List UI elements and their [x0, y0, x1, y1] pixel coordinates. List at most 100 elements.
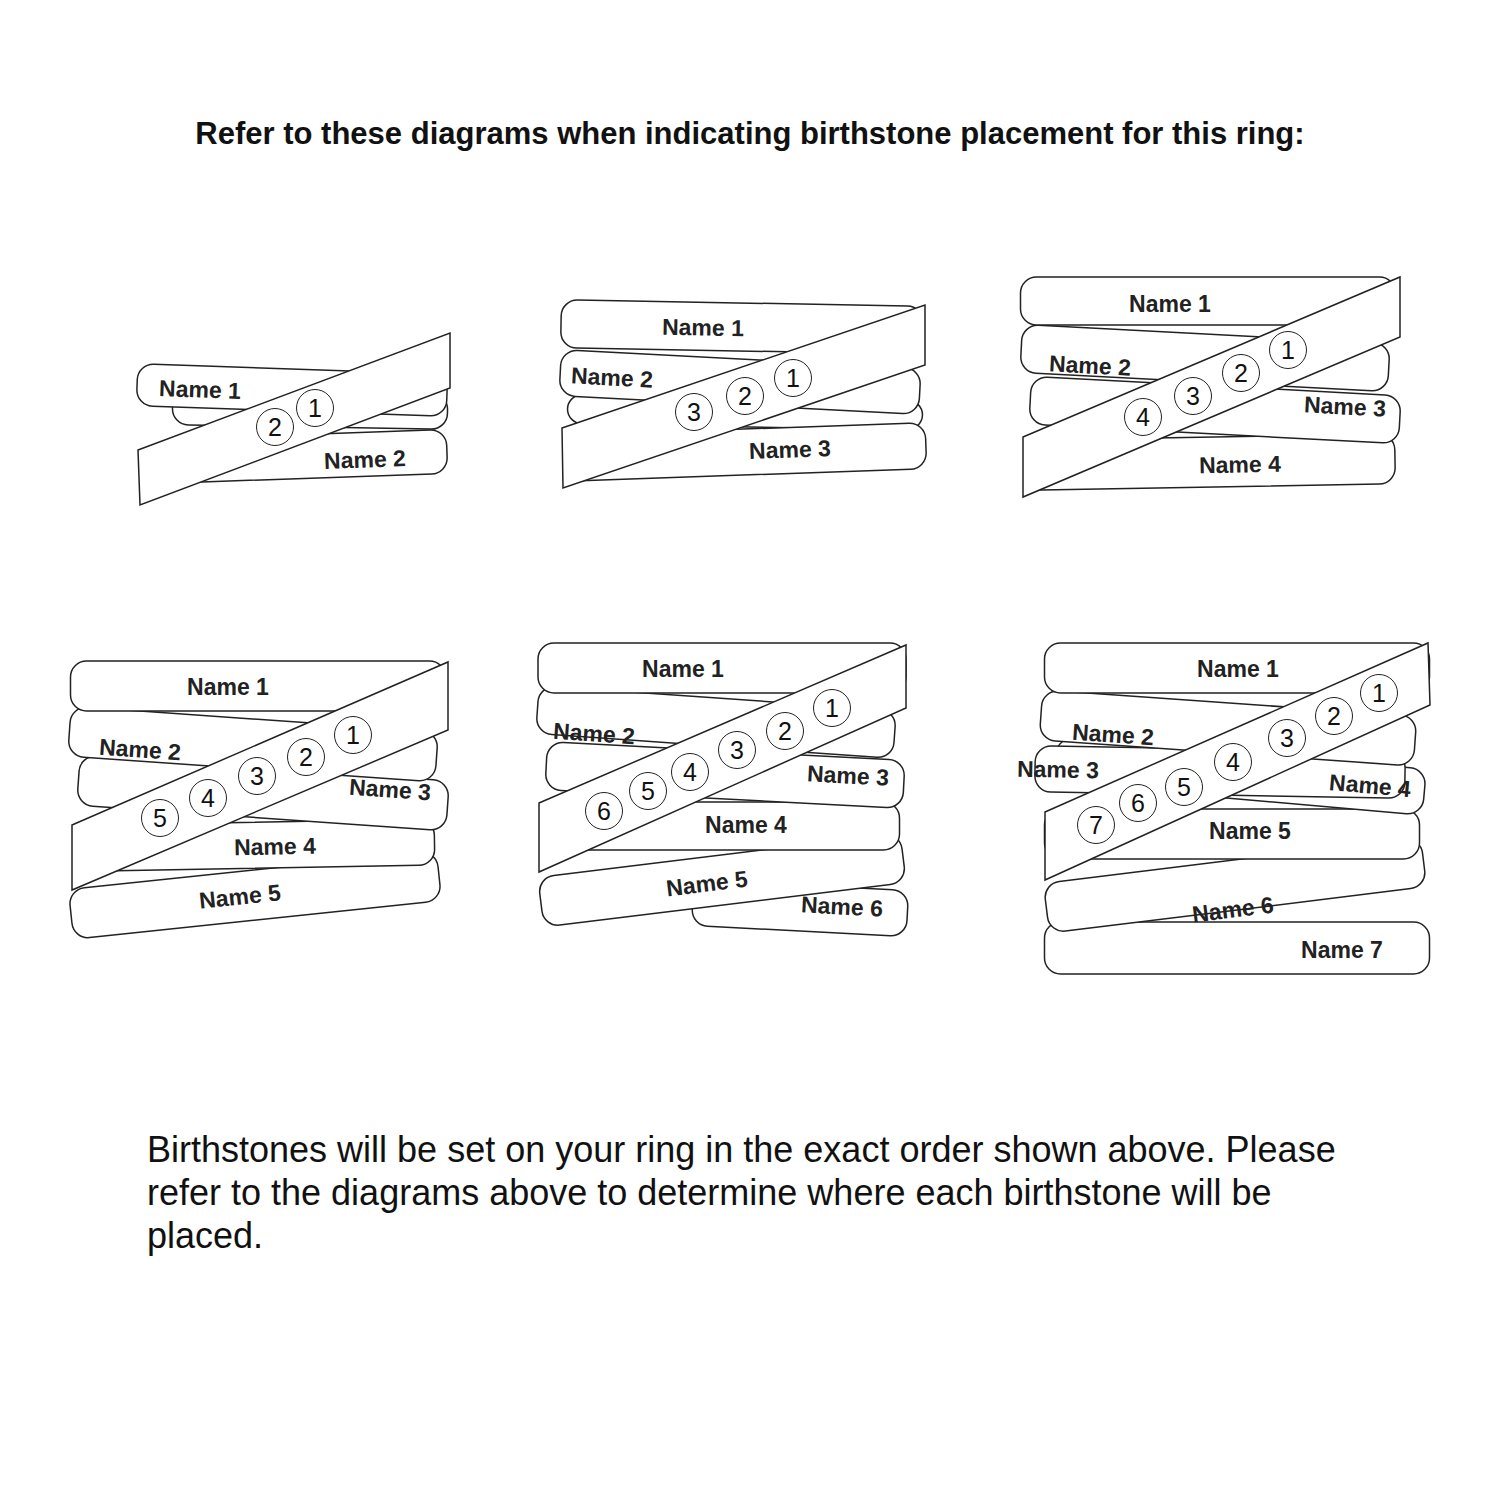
birthstone-circle: 1	[296, 389, 334, 427]
label-text: 4	[683, 758, 697, 787]
name-band: Name 2	[1048, 350, 1131, 381]
birthstone-circle: 2	[726, 377, 764, 415]
stone-band	[562, 305, 925, 488]
heading: Refer to these diagrams when indicating …	[0, 116, 1500, 152]
label-text: Name 3	[806, 760, 889, 790]
label-text: 3	[1280, 724, 1294, 753]
label-text: 3	[687, 398, 701, 427]
birthstone-circle: 2	[287, 738, 325, 776]
label-text: Name 4	[705, 812, 787, 838]
birthstone-circle: 1	[1360, 674, 1398, 712]
name-band: Name 5	[1209, 818, 1291, 845]
name-band: Name 1	[1129, 291, 1211, 318]
stone-band	[1023, 277, 1400, 497]
birthstone-circle: 1	[813, 689, 851, 727]
label-text: 4	[201, 784, 215, 813]
label-text: 2	[738, 382, 752, 411]
birthstone-circle: 1	[334, 716, 372, 754]
stone-band	[72, 662, 448, 890]
name-band: Name 2	[98, 734, 182, 767]
birthstone-circle: 5	[1165, 768, 1203, 806]
label-text: 3	[730, 736, 744, 765]
name-band: Name 3	[1303, 391, 1386, 422]
label-text: Name 1	[1197, 656, 1279, 682]
label-text: Name 3	[1303, 391, 1386, 421]
caption: Birthstones will be set on your ring in …	[147, 1128, 1352, 1257]
name-band: Name 7	[1301, 937, 1383, 964]
label-text: Name 2	[552, 718, 635, 750]
label-text: 5	[641, 777, 655, 806]
name-band: Name 1	[187, 674, 269, 701]
label-text: Name 3	[1017, 756, 1099, 783]
birthstone-circle: 3	[718, 731, 756, 769]
label-text: 2	[1327, 702, 1341, 731]
birthstone-circle: 2	[1315, 697, 1353, 735]
name-band: Name 6	[800, 891, 883, 922]
birthstone-circle: 6	[585, 792, 623, 830]
label-text: Name 5	[1209, 818, 1291, 844]
label-text: Name 4	[1199, 451, 1281, 478]
label-text: Name 1	[1129, 291, 1211, 317]
label-text: Name 1	[642, 656, 724, 682]
label-text: 5	[153, 804, 167, 833]
label-text: 2	[299, 743, 313, 772]
label-text: Name 6	[800, 891, 883, 921]
birthstone-circle: 2	[256, 408, 294, 446]
name-band: Name 3	[806, 760, 889, 791]
birthstone-circle: 5	[141, 799, 179, 837]
label-text: 1	[346, 721, 360, 750]
label-text: Name 2	[1071, 719, 1154, 751]
name-band: Name 4	[234, 833, 316, 861]
label-text: Name 3	[749, 435, 832, 464]
label-text: Name 3	[348, 774, 431, 806]
name-band: Name 3	[749, 435, 832, 465]
stone-band	[1045, 643, 1430, 880]
birthstone-circle: 3	[1268, 719, 1306, 757]
label-text: 2	[268, 413, 282, 442]
name-band: Name 3	[1017, 756, 1099, 784]
name-band: Name 2	[570, 362, 653, 393]
birthstone-circle: 4	[1124, 398, 1162, 436]
birthstone-circle: 3	[238, 757, 276, 795]
label-text: 7	[1089, 811, 1103, 840]
name-band: Name 1	[642, 656, 724, 683]
name-band: Name 4	[1199, 451, 1281, 479]
birthstone-circle: 7	[1077, 806, 1115, 844]
stone-band	[138, 333, 450, 505]
birthstone-circle: 1	[774, 359, 812, 397]
name-band: Name 1	[159, 375, 242, 405]
birthstone-circle: 4	[189, 779, 227, 817]
label-text: 4	[1136, 403, 1150, 432]
label-text: Name 1	[662, 314, 744, 341]
name-band: Name 4	[705, 812, 787, 839]
name-band: Name 2	[1071, 719, 1155, 752]
label-text: Name 2	[98, 734, 181, 766]
label-text: 3	[1186, 382, 1200, 411]
birthstone-circle: 2	[1222, 354, 1260, 392]
label-text: 1	[308, 394, 322, 423]
name-band: Name 1	[1197, 656, 1279, 683]
ring-band	[1045, 922, 1430, 974]
label-text: Name 2	[1048, 350, 1131, 380]
birthstone-circle: 5	[629, 772, 667, 810]
birthstone-circle: 6	[1119, 784, 1157, 822]
label-text: 6	[597, 797, 611, 826]
label-text: Name 7	[1301, 937, 1383, 963]
label-text: 2	[1234, 359, 1248, 388]
label-text: 1	[1281, 336, 1295, 365]
label-text: 2	[778, 717, 792, 746]
birthstone-circle: 2	[766, 712, 804, 750]
birthstone-circle: 1	[1269, 331, 1307, 369]
label-text: 1	[786, 364, 800, 393]
label-text: Name 2	[570, 362, 653, 392]
label-text: 3	[250, 762, 264, 791]
label-text: Name 1	[159, 375, 242, 404]
label-text: 6	[1131, 789, 1145, 818]
label-text: Name 2	[324, 445, 407, 474]
name-band: Name 2	[552, 718, 636, 751]
birthstone-circle: 3	[1174, 377, 1212, 415]
stone-band	[539, 645, 906, 872]
birthstone-circle: 4	[1214, 743, 1252, 781]
label-text: Name 1	[187, 674, 269, 700]
